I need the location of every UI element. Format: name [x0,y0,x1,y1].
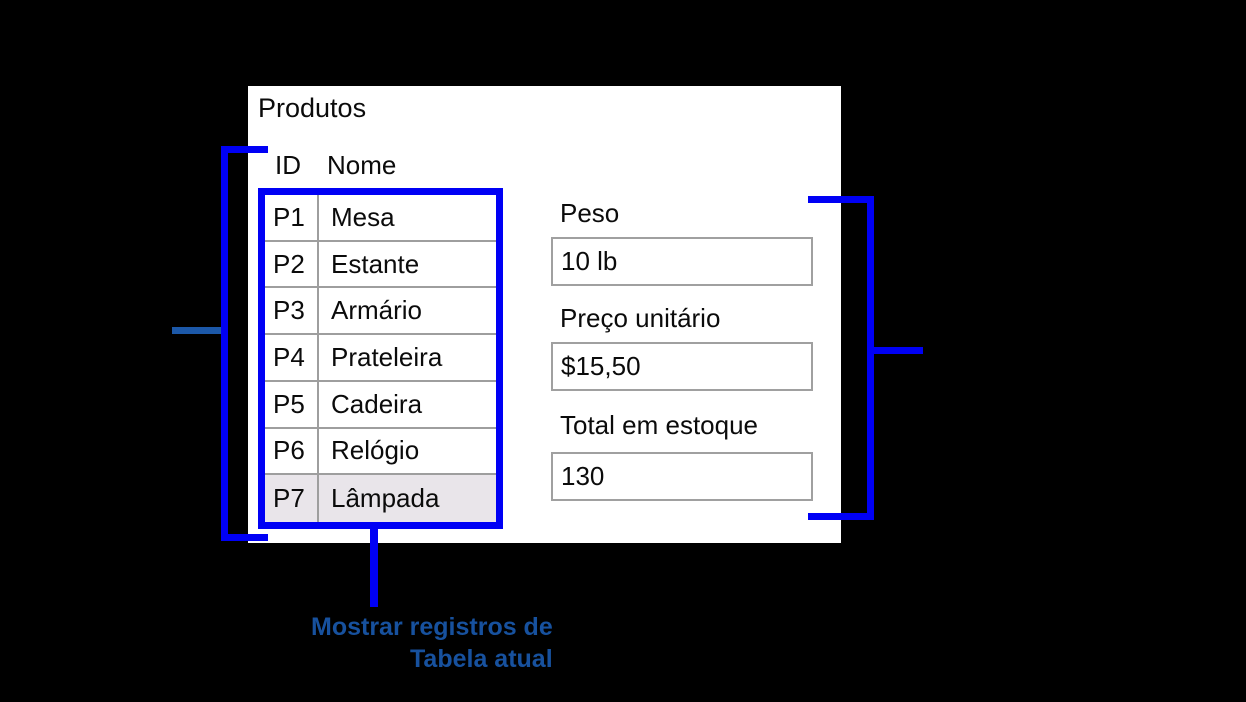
peso-label: Peso [560,198,620,228]
annotation-connector-line [370,523,378,607]
right-bracket-tick-line [874,347,923,354]
cell-id: P6 [265,428,319,474]
right-bracket-bottom-line [808,513,874,520]
right-bracket-vertical-line [867,196,874,520]
annotation-label-line1: Mostrar registros de [311,613,553,641]
left-bracket-vertical-line [221,146,228,541]
table-row[interactable]: P6 Relógio [265,428,496,476]
total-estoque-label: Total em estoque [560,410,759,440]
cell-nome: Estante [331,248,420,279]
table-row[interactable]: P1 Mesa [265,195,496,242]
left-bracket-top-line [221,146,268,153]
right-bracket-top-line [808,196,874,203]
cell-id: P2 [265,241,319,287]
table-row[interactable]: P7 Lâmpada [265,475,496,522]
table-row[interactable]: P2 Estante [265,241,496,289]
cell-nome: Cadeira [331,388,423,419]
left-bracket-bottom-line [221,534,268,541]
preco-unitario-field[interactable]: $15,50 [551,342,813,391]
table-row[interactable]: P4 Prateleira [265,335,496,382]
cell-id: P3 [265,288,319,334]
annotation-label-line2: Tabela atual [410,645,553,673]
cell-id: P5 [265,381,319,427]
table-row[interactable]: P5 Cadeira [265,381,496,429]
cell-nome: Mesa [331,201,395,232]
table-row[interactable]: P3 Armário [265,288,496,336]
window-title: Produtos [258,93,367,123]
cell-nome: Armário [331,295,423,326]
total-estoque-field[interactable]: 130 [551,452,813,501]
cell-id: P1 [265,195,319,240]
cell-nome: Lâmpada [331,483,440,514]
left-bracket-tick-line [172,327,221,334]
cell-nome: Relógio [331,435,420,466]
cell-nome: Prateleira [331,341,443,372]
cell-id: P7 [265,475,319,522]
preco-unitario-label: Preço unitário [560,303,721,333]
peso-field[interactable]: 10 lb [551,237,813,286]
column-header-nome: Nome [327,150,397,180]
cell-id: P4 [265,335,319,380]
column-header-id: ID [275,150,301,180]
